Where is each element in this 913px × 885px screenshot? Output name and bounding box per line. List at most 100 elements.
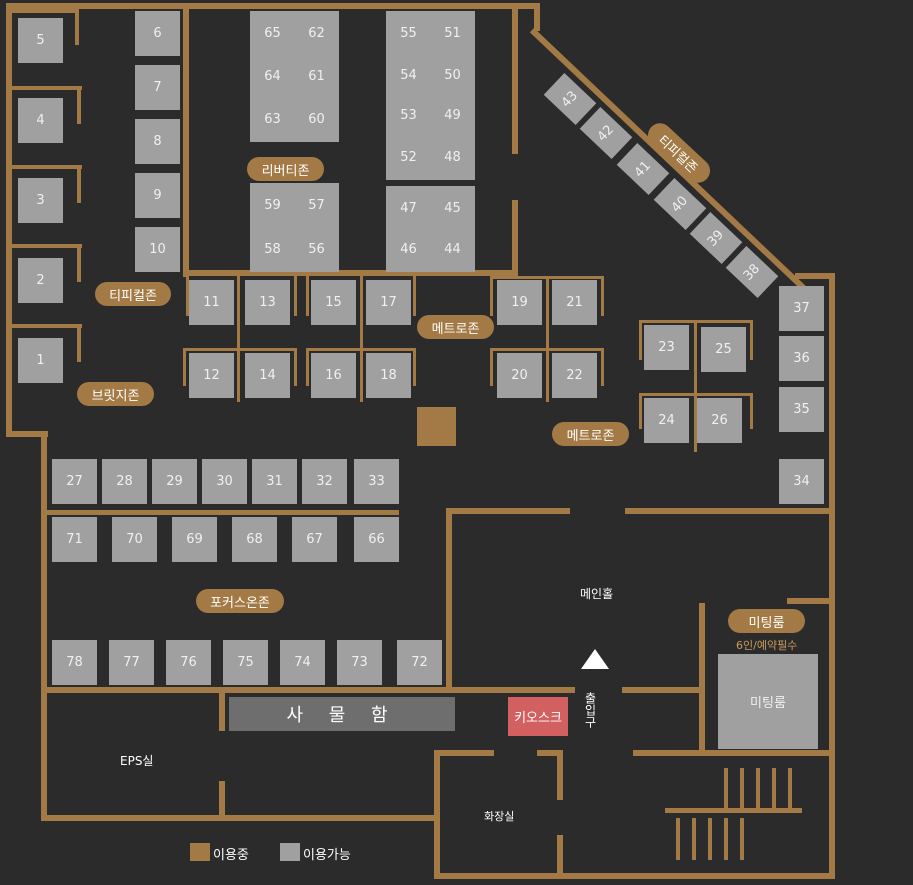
wall [557,750,563,800]
seat-65[interactable]: 65 [250,11,295,56]
seat-74[interactable]: 74 [280,640,325,685]
seat-24[interactable]: 24 [644,398,689,443]
seat-50[interactable]: 50 [430,53,475,98]
seat-4[interactable]: 4 [18,98,63,143]
seat-67[interactable]: 67 [292,517,337,562]
eps-room-label: EPS실 [120,754,154,768]
wall [183,9,189,277]
seat-70[interactable]: 70 [112,517,157,562]
seat-18[interactable]: 18 [366,353,411,398]
seat-16[interactable]: 16 [311,353,356,398]
seat-55[interactable]: 55 [386,11,431,56]
seat-52[interactable]: 52 [386,135,431,180]
seat-1[interactable]: 1 [18,338,63,383]
seat-77[interactable]: 77 [109,640,154,685]
seat-33[interactable]: 33 [354,459,399,504]
seat-54[interactable]: 54 [386,53,431,98]
seat-47[interactable]: 47 [386,186,431,231]
seat-5[interactable]: 5 [18,18,63,63]
seat-68[interactable]: 68 [232,517,277,562]
seat-71[interactable]: 71 [52,517,97,562]
wall [546,276,549,402]
wall [183,348,186,386]
seat-51[interactable]: 51 [430,11,475,56]
meeting-room-box[interactable]: 미팅룸 [718,654,818,749]
seat-29[interactable]: 29 [152,459,197,504]
wall [750,320,753,360]
seat-69[interactable]: 69 [172,517,217,562]
wall [490,348,604,351]
seat-72[interactable]: 72 [397,640,442,685]
seat-61[interactable]: 61 [294,54,339,99]
wall [306,276,309,316]
wall [434,750,494,756]
seat-36[interactable]: 36 [779,336,824,381]
seat-2[interactable]: 2 [18,258,63,303]
legend-in-use-swatch [190,843,210,861]
seat-6[interactable]: 6 [135,11,180,56]
seat-60[interactable]: 60 [294,97,339,142]
seat-25[interactable]: 25 [701,327,746,372]
seat-3[interactable]: 3 [18,178,63,223]
seat-46[interactable]: 46 [386,227,431,272]
wall [534,3,540,31]
seat-32[interactable]: 32 [302,459,347,504]
wall [6,9,78,13]
seat-49[interactable]: 49 [430,93,475,138]
wall [434,750,440,879]
seat-10[interactable]: 10 [135,227,180,272]
seat-34[interactable]: 34 [779,459,824,504]
seat-37[interactable]: 37 [779,286,824,331]
seat-63[interactable]: 63 [250,97,295,142]
seat-35[interactable]: 35 [779,387,824,432]
seat-58[interactable]: 58 [250,227,295,272]
wall [490,276,493,316]
seat-76[interactable]: 76 [166,640,211,685]
seat-57[interactable]: 57 [294,183,339,228]
seat-31[interactable]: 31 [252,459,297,504]
seat-17[interactable]: 17 [366,280,411,325]
seat-30[interactable]: 30 [202,459,247,504]
seat-48[interactable]: 48 [430,135,475,180]
seat-8[interactable]: 8 [135,119,180,164]
seat-14[interactable]: 14 [245,353,290,398]
seat-26[interactable]: 26 [697,398,742,443]
seat-62[interactable]: 62 [294,11,339,56]
seat-23[interactable]: 23 [644,325,689,370]
seat-12[interactable]: 12 [189,353,234,398]
seat-13[interactable]: 13 [245,280,290,325]
stair-bar [788,768,792,808]
seat-64[interactable]: 64 [250,54,295,99]
seat-44[interactable]: 44 [430,227,475,272]
seat-45[interactable]: 45 [430,186,475,231]
wall [6,3,12,437]
stair-bar [756,768,760,808]
seat-21[interactable]: 21 [552,280,597,325]
seat-59[interactable]: 59 [250,183,295,228]
entrance-label: 출입구 [583,692,597,728]
seat-20[interactable]: 20 [497,353,542,398]
seat-73[interactable]: 73 [337,640,382,685]
seat-15[interactable]: 15 [311,280,356,325]
wall [622,687,702,693]
seat-78[interactable]: 78 [52,640,97,685]
seat-22[interactable]: 22 [552,353,597,398]
stair-bar [676,818,680,860]
seat-27[interactable]: 27 [52,459,97,504]
seat-11[interactable]: 11 [189,280,234,325]
seat-75[interactable]: 75 [223,640,268,685]
seat-28[interactable]: 28 [102,459,147,504]
wall [219,781,225,817]
seat-53[interactable]: 53 [386,93,431,138]
kiosk-button[interactable]: 키오스크 [508,697,568,736]
stair-bar [724,818,728,860]
wall [446,508,570,514]
seat-56[interactable]: 56 [294,227,339,272]
seat-19[interactable]: 19 [497,280,542,325]
wall [512,9,518,154]
seat-66[interactable]: 66 [354,517,399,562]
wall [434,873,835,879]
seat-7[interactable]: 7 [135,65,180,110]
seat-9[interactable]: 9 [135,173,180,218]
wall [6,244,82,248]
